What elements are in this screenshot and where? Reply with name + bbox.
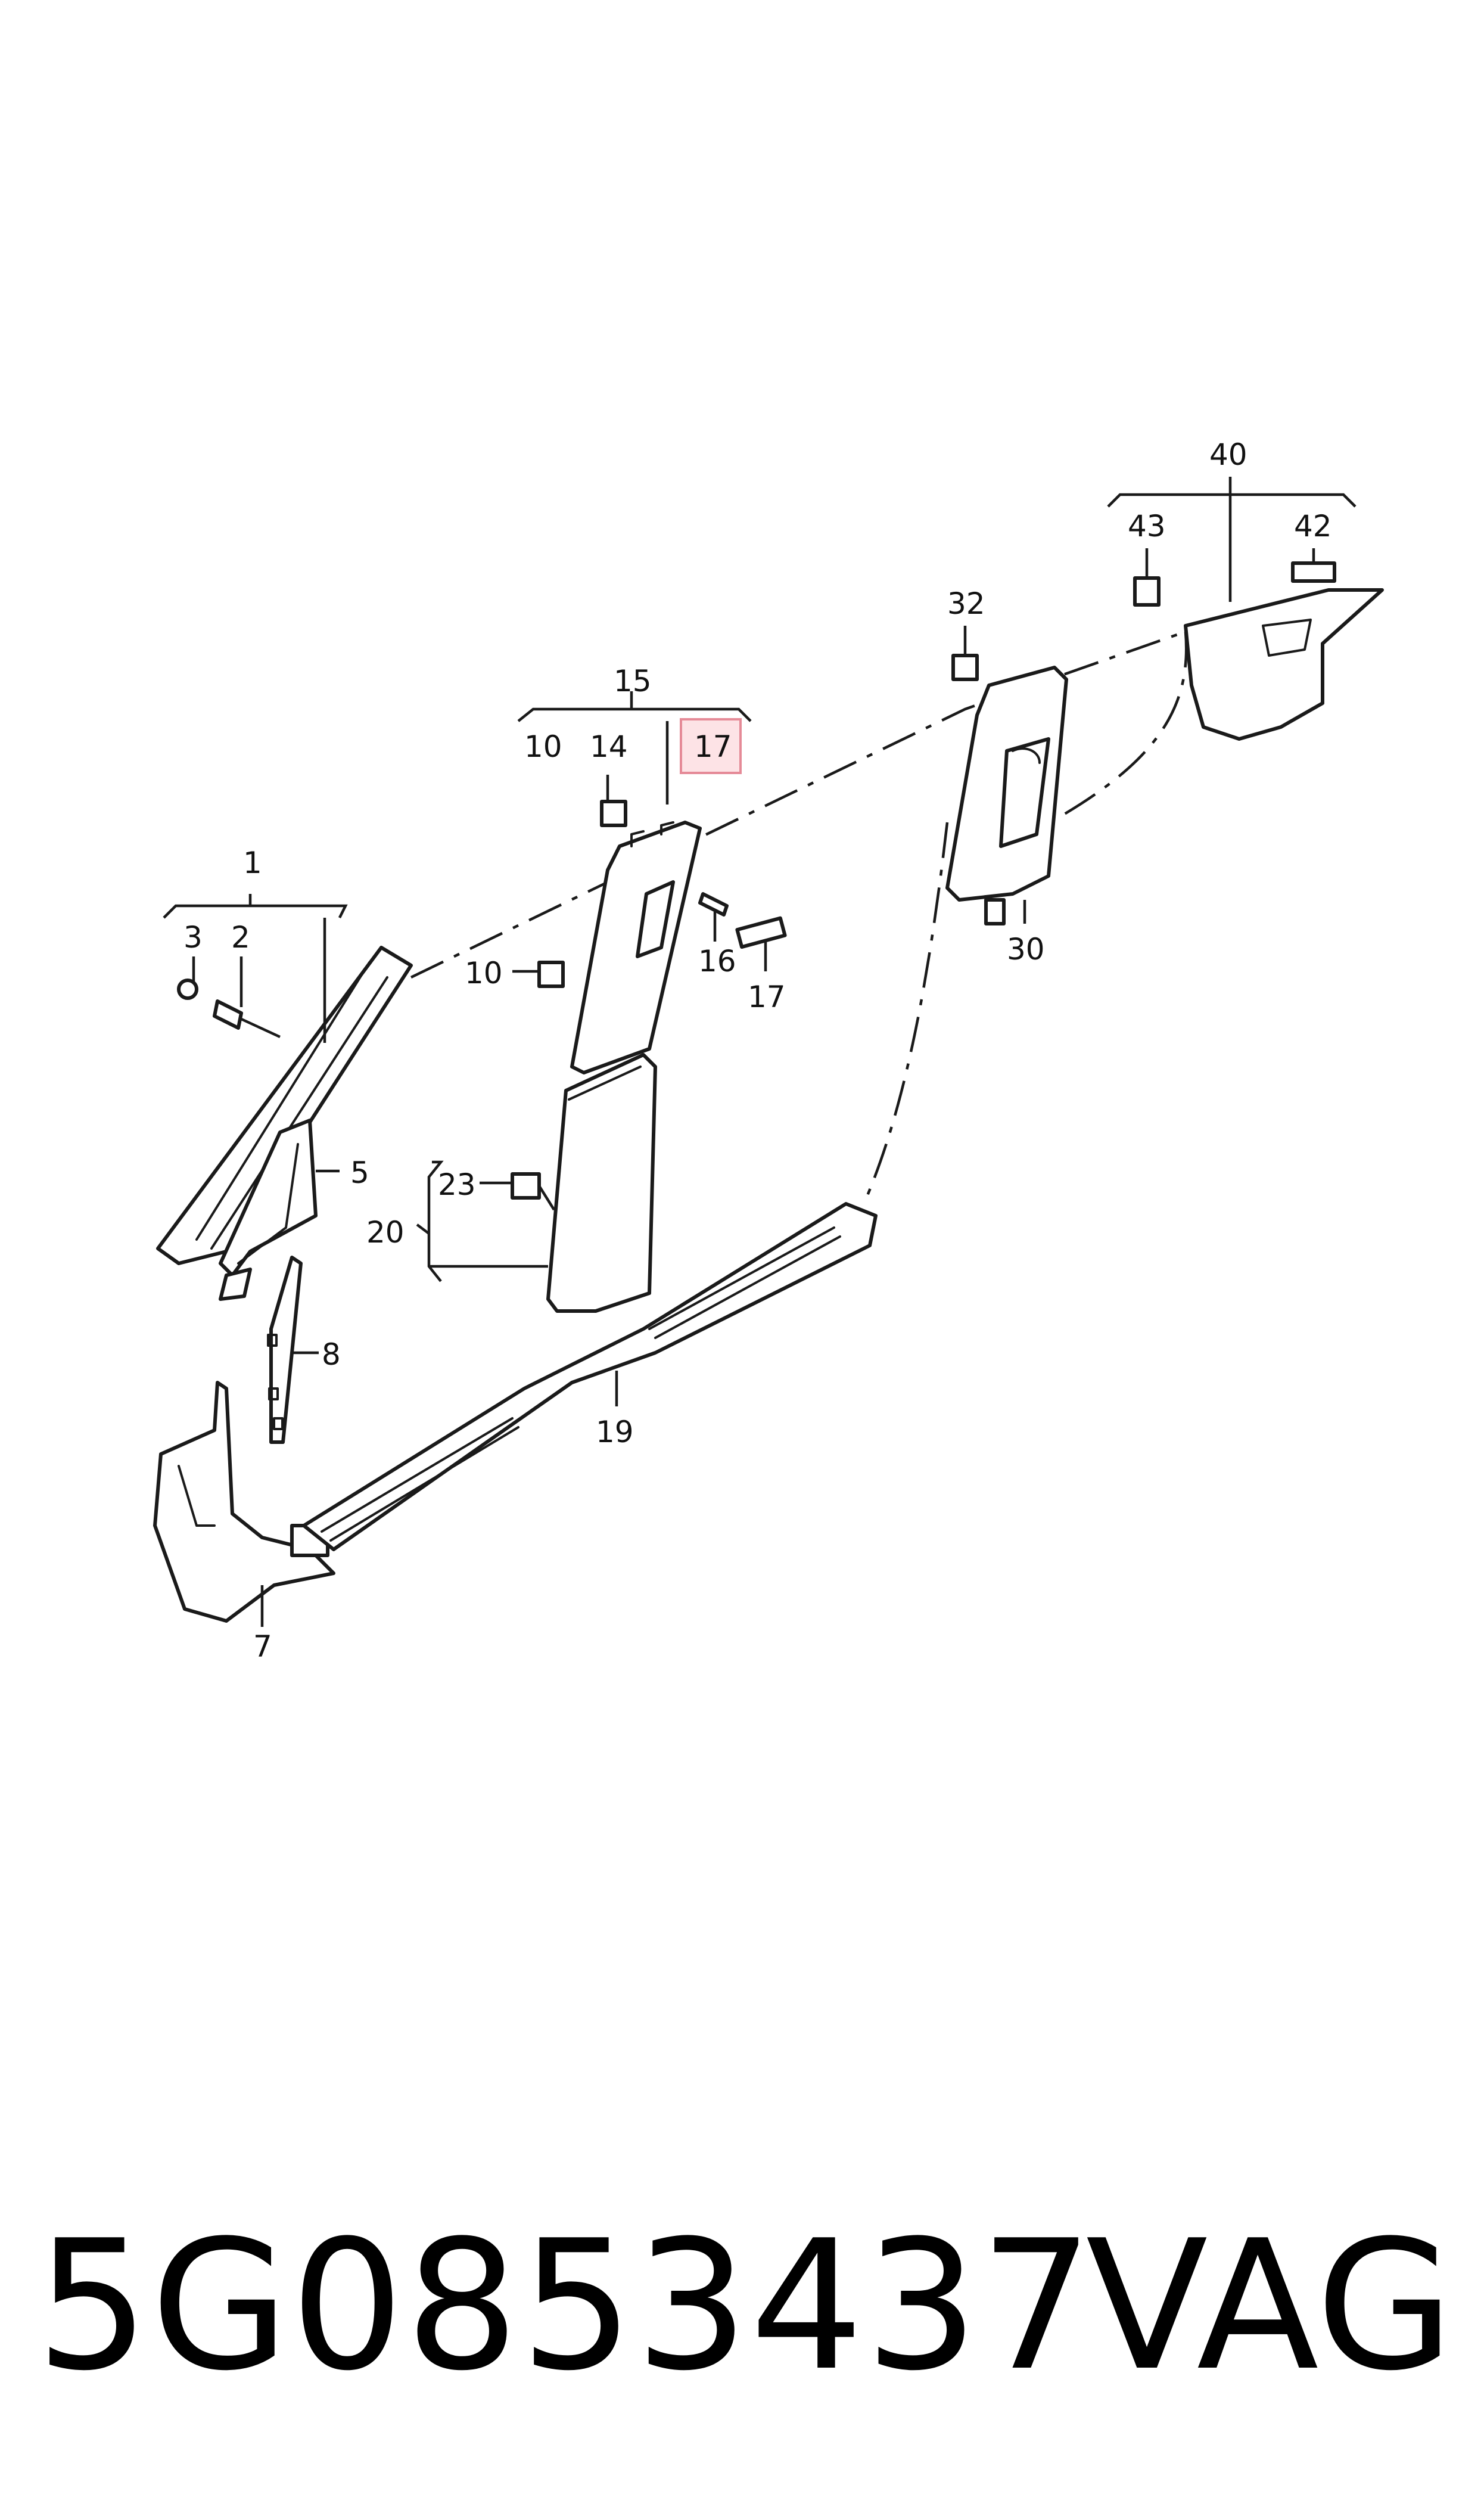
- screw-2: [213, 999, 243, 1030]
- label-17: 17: [748, 980, 786, 1014]
- label-7: 7: [253, 1629, 272, 1664]
- lower-a-pillar-bracket: [219, 1119, 318, 1301]
- door-sill-panel: [302, 1202, 878, 1551]
- label-10-left: 10: [465, 956, 503, 990]
- clip-10: [537, 961, 565, 988]
- clip-42: [1291, 561, 1336, 583]
- part-number: 5G0853437: [36, 2202, 1095, 2410]
- label-15: 15: [614, 664, 652, 698]
- label-3: 3: [183, 920, 203, 955]
- screw-3: [177, 979, 198, 1000]
- airbag-badge: [735, 916, 787, 949]
- brand-name: VAG: [1085, 2202, 1454, 2410]
- label-1: 1: [243, 846, 262, 880]
- b-pillar-lower-trim: [546, 1053, 657, 1313]
- label-42: 42: [1294, 509, 1332, 543]
- label-23: 23: [438, 1167, 476, 1202]
- rear-side-trim: [1184, 588, 1384, 741]
- label-10-top: 10: [524, 729, 562, 764]
- c-pillar-trim: [945, 666, 1068, 925]
- highlight-box: [680, 718, 742, 774]
- label-5: 5: [350, 1156, 369, 1190]
- label-2: 2: [231, 920, 250, 955]
- label-43: 43: [1128, 509, 1166, 543]
- label-19: 19: [596, 1415, 634, 1449]
- a-pillar-trim: [156, 946, 413, 1265]
- screw-16: [698, 892, 729, 917]
- callout-labels: 1 3 2 5 8 7 10 15 10 14 17 16 17 23 20 1…: [183, 437, 1332, 1664]
- cable-strip: [267, 1256, 303, 1444]
- label-17-highlighted: 17: [694, 729, 732, 764]
- clip-14: [600, 800, 627, 827]
- label-20: 20: [366, 1215, 405, 1250]
- leader-lines: [163, 477, 1357, 1627]
- b-pillar-upper-trim: [570, 821, 702, 1074]
- clip-23: [511, 1172, 541, 1200]
- label-16: 16: [698, 944, 736, 979]
- label-40: 40: [1209, 437, 1247, 472]
- label-30: 30: [1007, 932, 1045, 967]
- label-14: 14: [590, 729, 628, 764]
- label-32: 32: [947, 586, 985, 621]
- door-opening-outline: [410, 630, 1188, 1204]
- lower-side-trim: [153, 1381, 335, 1623]
- clip-32: [951, 654, 979, 681]
- clip-43: [1133, 576, 1161, 607]
- label-8: 8: [322, 1337, 341, 1372]
